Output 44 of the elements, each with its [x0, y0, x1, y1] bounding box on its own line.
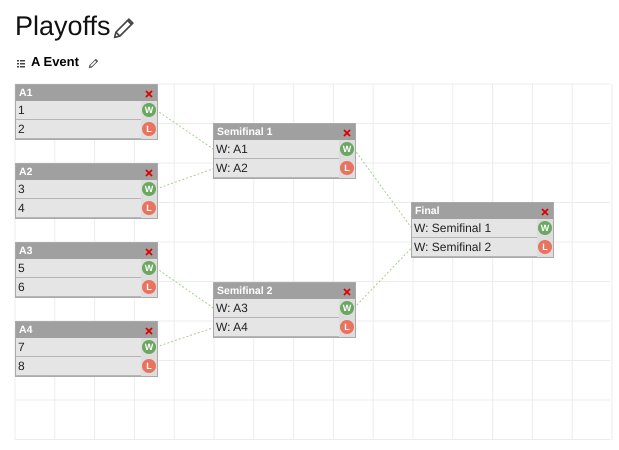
team-slot: 4 [16, 199, 141, 218]
team-slot: 5 [16, 259, 141, 278]
match-card [213, 282, 356, 338]
loser-badge: L [538, 240, 552, 254]
team-slot: W: A1 [214, 140, 339, 159]
loser-badge: L [142, 122, 156, 136]
loser-badge: L [142, 359, 156, 373]
team-slot: 6 [16, 278, 141, 297]
match-title: Final [415, 205, 440, 217]
winner-badge: W [142, 182, 156, 196]
match-title: Semifinal 1 [217, 126, 272, 138]
team-slot: 7 [16, 338, 141, 357]
team-slot: W: Semifinal 2 [412, 238, 537, 257]
match-title: Semifinal 2 [217, 285, 272, 297]
team-slot: W: A4 [214, 318, 339, 337]
winner-badge: W [142, 261, 156, 275]
match-card [411, 202, 554, 258]
match-card [213, 123, 356, 179]
section-heading: A Event [31, 54, 79, 70]
match-card [15, 321, 158, 377]
loser-badge: L [142, 280, 156, 294]
team-slot: W: A3 [214, 299, 339, 318]
loser-badge: L [142, 201, 156, 215]
match-card [15, 242, 158, 298]
match-title: A3 [19, 245, 32, 257]
team-slot: W: A2 [214, 159, 339, 178]
match-title: A1 [19, 87, 32, 99]
team-slot: 1 [16, 101, 141, 120]
winner-badge: W [538, 221, 552, 235]
match-title: A2 [19, 166, 32, 178]
winner-badge: W [142, 103, 156, 117]
match-title: A4 [19, 324, 32, 336]
loser-badge: L [340, 161, 354, 175]
page-title: Playoffs [15, 10, 111, 42]
team-slot: 2 [16, 120, 141, 139]
match-card [15, 163, 158, 219]
team-slot: 3 [16, 180, 141, 199]
winner-badge: W [142, 340, 156, 354]
winner-badge: W [340, 142, 354, 156]
match-card [15, 84, 158, 140]
team-slot: 8 [16, 357, 141, 376]
team-slot: W: Semifinal 1 [412, 219, 537, 238]
loser-badge: L [340, 320, 354, 334]
winner-badge: W [340, 301, 354, 315]
